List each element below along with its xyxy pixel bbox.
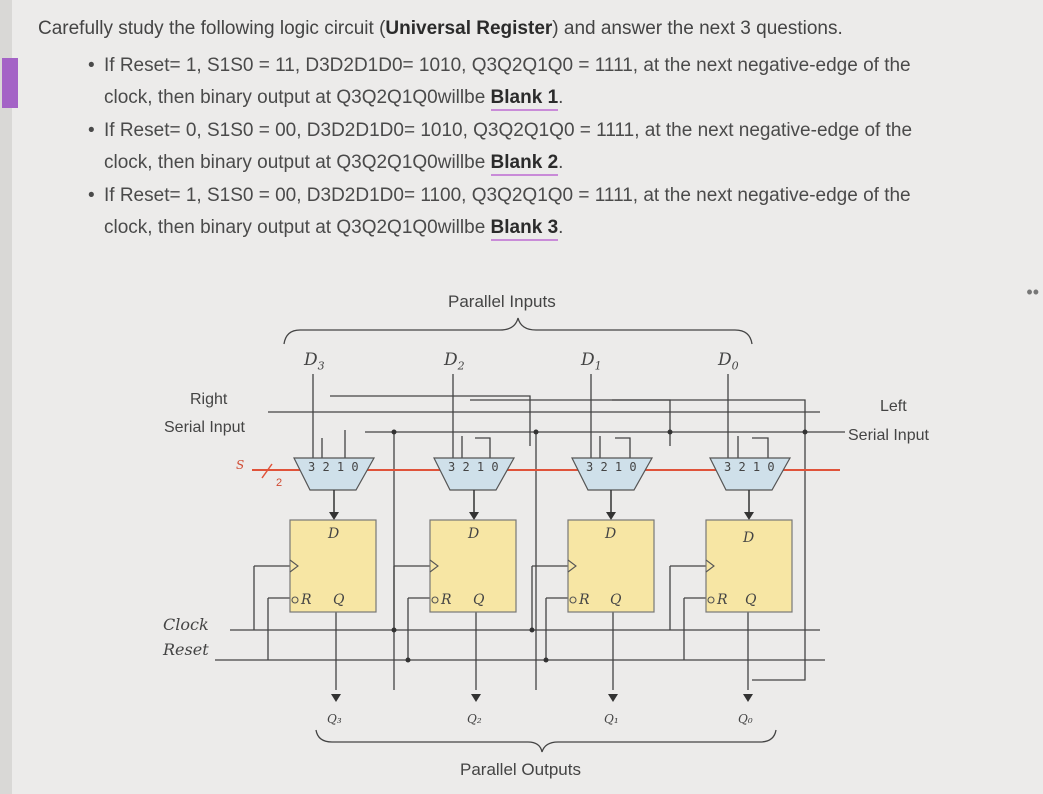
ff1-q-label: Q <box>610 592 622 608</box>
window-edge <box>0 0 12 794</box>
input-d0-label: D0 <box>718 350 739 373</box>
mux-3-inputs: 3 2 1 0 <box>308 460 359 474</box>
flip-flop-0 <box>705 519 793 613</box>
clock-label: Clock <box>163 615 209 634</box>
flip-flop-3 <box>289 519 377 613</box>
parallel-outputs-label: Parallel Outputs <box>460 760 581 779</box>
left-serial-label-2: Serial Input <box>848 427 929 444</box>
ff0-q-label: Q <box>745 592 757 608</box>
select-label: S <box>236 458 245 472</box>
output-q0-label: Q₀ <box>738 712 753 726</box>
mux-1-inputs: 3 2 1 0 <box>586 460 637 474</box>
ff1-d-label: D <box>605 526 617 542</box>
left-serial-label-1: Left <box>880 398 907 415</box>
output-q1-label: Q₁ <box>604 712 619 726</box>
question-item: If Reset= 1, S1S0 = 00, D3D2D1D0= 1100, … <box>88 180 1008 244</box>
question-item: If Reset= 1, S1S0 = 11, D3D2D1D0= 1010, … <box>88 50 1008 114</box>
ff2-d-label: D <box>468 526 480 542</box>
input-d3-label: D3 <box>304 350 325 373</box>
select-width-label: 2 <box>276 477 283 489</box>
question-item: If Reset= 0, S1S0 = 00, D3D2D1D0= 1010, … <box>88 115 1008 179</box>
right-serial-label-2: Serial Input <box>164 419 245 436</box>
parallel-inputs-label: Parallel Inputs <box>448 292 556 311</box>
mux-0-inputs: 3 2 1 0 <box>724 460 775 474</box>
right-serial-label-1: Right <box>190 391 228 408</box>
ff3-r-label: R <box>301 592 312 608</box>
flip-flop-1 <box>567 519 655 613</box>
question-list: If Reset= 1, S1S0 = 11, D3D2D1D0= 1010, … <box>88 50 1008 245</box>
more-icon[interactable]: •• <box>1026 282 1039 302</box>
mux-2 <box>433 457 516 491</box>
input-d2-label: D2 <box>444 350 465 373</box>
ff0-r-label: R <box>717 592 728 608</box>
output-q3-label: Q₃ <box>327 712 342 726</box>
parallel-inputs-brace <box>283 317 753 345</box>
ff0-d-label: D <box>743 530 755 546</box>
mux-2-inputs: 3 2 1 0 <box>448 460 499 474</box>
mux-0 <box>709 457 792 491</box>
ff3-d-label: D <box>328 526 340 542</box>
blank-2-field[interactable]: Blank 2 <box>490 152 559 176</box>
parallel-outputs-brace <box>315 729 777 753</box>
blank-3-field[interactable]: Blank 3 <box>490 217 559 241</box>
input-d1-label: D1 <box>581 350 602 373</box>
ff3-q-label: Q <box>333 592 345 608</box>
reset-label: Reset <box>163 640 209 659</box>
output-q2-label: Q₂ <box>467 712 482 726</box>
question-intro: Carefully study the following logic circ… <box>38 18 843 39</box>
question-marker <box>2 58 18 108</box>
ff1-r-label: R <box>579 592 590 608</box>
mux-1 <box>571 457 654 491</box>
blank-1-field[interactable]: Blank 1 <box>490 87 559 111</box>
flip-flop-2 <box>429 519 517 613</box>
mux-3 <box>293 457 376 491</box>
ff2-q-label: Q <box>473 592 485 608</box>
ff2-r-label: R <box>441 592 452 608</box>
